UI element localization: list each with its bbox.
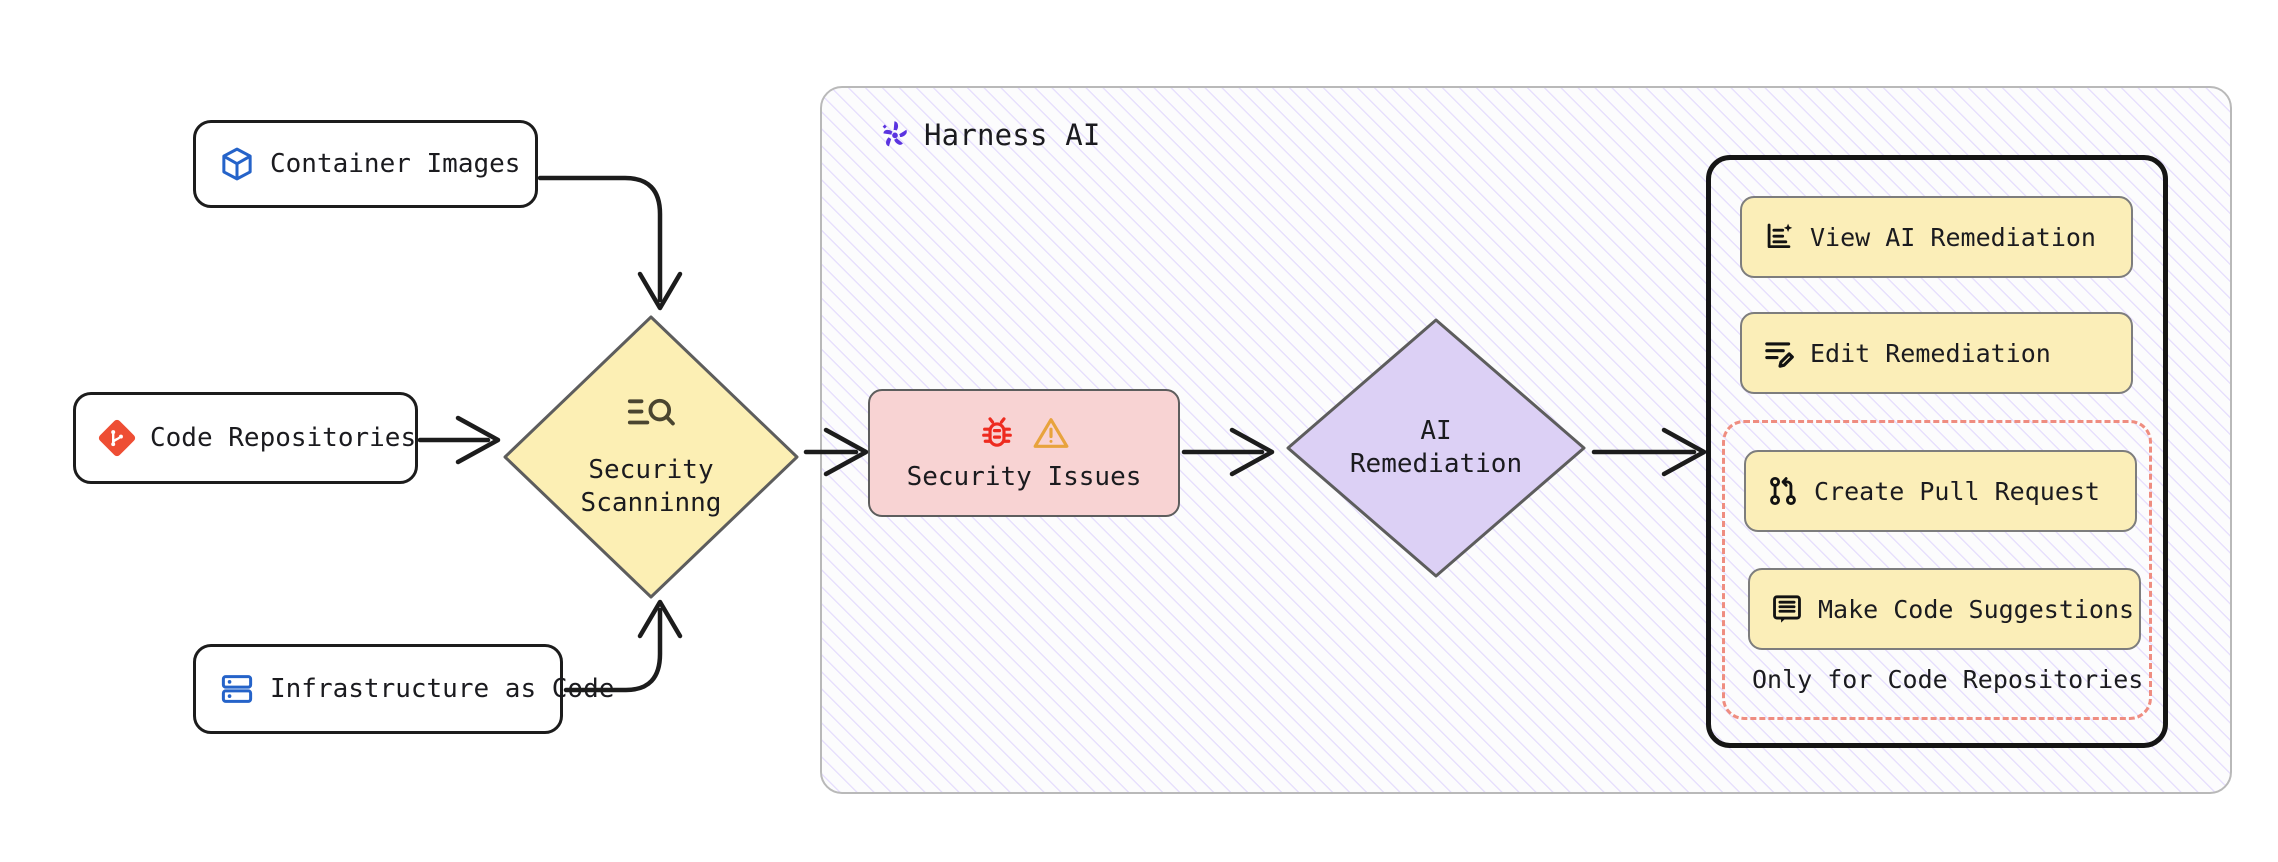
- action-button-view-ai-remediation[interactable]: View AI Remediation: [1740, 196, 2133, 278]
- action-button-create-pull-request[interactable]: Create Pull Request: [1744, 450, 2137, 532]
- edge-container-images-to-scan: [537, 175, 683, 311]
- harness-pinwheel-icon: [878, 118, 912, 152]
- action-label: View AI Remediation: [1810, 222, 2096, 252]
- source-label: Infrastructure as Code: [270, 674, 615, 704]
- process-node-security-scanning[interactable]: Security Scanninng: [500, 312, 802, 602]
- restriction-note: Only for Code Repositories: [1752, 665, 2144, 694]
- process-node-ai-remediation[interactable]: AI Remediation: [1283, 315, 1589, 581]
- action-button-make-code-suggestions[interactable]: Make Code Suggestions: [1748, 568, 2141, 650]
- security-issues-label: Security Issues: [906, 462, 1142, 492]
- source-node-code-repositories[interactable]: Code Repositories: [73, 392, 418, 484]
- action-button-edit-remediation[interactable]: Edit Remediation: [1740, 312, 2133, 394]
- edge-code-repositories-to-scan: [417, 415, 501, 465]
- security-issue-icon-group: [978, 414, 1070, 452]
- action-label: Make Code Suggestions: [1818, 594, 2135, 624]
- harness-ai-label: Harness AI: [924, 118, 1101, 152]
- action-label: Create Pull Request: [1814, 476, 2100, 506]
- source-node-container-images[interactable]: Container Images: [193, 120, 538, 208]
- warning-triangle-icon: [1032, 414, 1070, 452]
- source-node-infrastructure-as-code[interactable]: Infrastructure as Code: [193, 644, 614, 734]
- remediation-actions-panel: [1706, 155, 2168, 748]
- git-icon: [98, 419, 136, 457]
- sparkle-document-icon: [1762, 220, 1796, 254]
- source-label: Container Images: [270, 149, 521, 179]
- bug-icon: [978, 414, 1016, 452]
- harness-ai-title-group: Harness AI: [878, 118, 1101, 152]
- pull-request-icon: [1766, 474, 1800, 508]
- action-label: Edit Remediation: [1810, 338, 2051, 368]
- code-comment-icon: [1770, 592, 1804, 626]
- cube-icon: [218, 145, 256, 183]
- server-stack-icon: [218, 670, 256, 708]
- process-node-security-issues[interactable]: Security Issues: [868, 389, 1180, 517]
- code-repository-only-group: [1722, 420, 2152, 720]
- edit-list-icon: [1762, 336, 1796, 370]
- source-label: Code Repositories: [150, 423, 417, 453]
